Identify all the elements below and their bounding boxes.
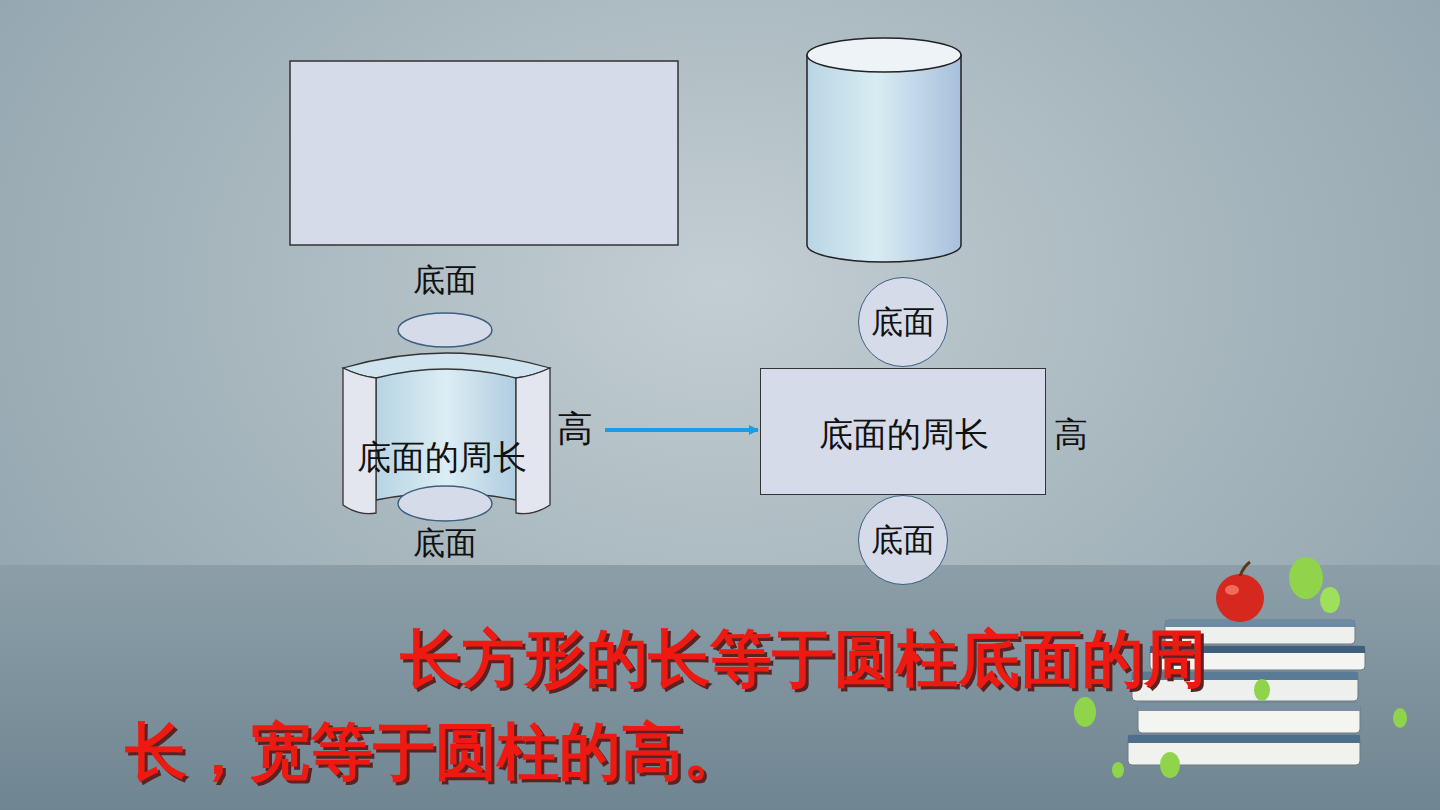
node-text: 底面 xyxy=(413,262,477,299)
node-text: 底面 xyxy=(413,525,477,562)
base-circle: 底面 xyxy=(858,495,948,585)
sheet-top xyxy=(343,353,550,378)
ellipse-shape xyxy=(398,313,492,347)
side-rectangle: 底面的周长高 xyxy=(760,368,1046,495)
ellipse-shape xyxy=(398,486,492,521)
base-circle: 底面 xyxy=(858,277,948,367)
base-ellipse: 底面 xyxy=(397,485,493,522)
node-text: 底面的周长 xyxy=(819,415,989,454)
unrolled-rectangle xyxy=(290,61,678,245)
cylinder xyxy=(807,38,961,262)
ellipse-outline xyxy=(397,485,493,522)
node-text: 底面的周长 xyxy=(357,438,527,477)
height-label: 高 xyxy=(557,408,593,449)
ellipse-outline xyxy=(397,312,493,348)
node-text: 底面 xyxy=(871,522,935,559)
summary-note: 长方形的长等于圆柱底面的周长，宽等于圆柱的高。 xyxy=(125,612,1245,798)
height-label: 高 xyxy=(1054,415,1088,454)
base-ellipse: 底面 xyxy=(397,312,493,348)
node-text: 底面 xyxy=(871,304,935,341)
blue-arrow xyxy=(605,428,758,432)
sheet-back xyxy=(376,366,516,500)
